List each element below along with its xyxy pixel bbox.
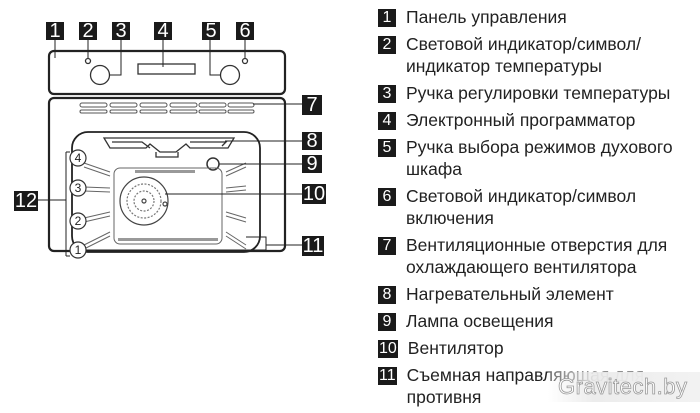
callout-7-label: 7 bbox=[306, 94, 317, 116]
legend-number: 4 bbox=[378, 112, 396, 130]
callout-11 bbox=[302, 236, 324, 256]
watermark: Gravitech.by bbox=[548, 372, 700, 402]
oven-diagram: 4 3 2 1 1 2 3 4 5 bbox=[14, 20, 326, 259]
legend-text: Лампа освещения bbox=[406, 311, 554, 331]
callout-10-label: 10 bbox=[303, 183, 325, 205]
callout-6 bbox=[236, 22, 254, 40]
legend-text: Световой индикатор/символ включения bbox=[406, 186, 637, 228]
legend-item: 4 Электронный программатор bbox=[378, 109, 700, 131]
legend-number: 11 bbox=[378, 367, 397, 385]
callout-4-label: 4 bbox=[157, 20, 168, 42]
convection-fan bbox=[119, 176, 169, 226]
callout-2-label: 2 bbox=[82, 20, 93, 42]
legend-item: 5 Ручка выбора режимов духового шкафа bbox=[378, 136, 700, 180]
legend-text: Вентилятор bbox=[407, 338, 504, 358]
legend-number: 5 bbox=[378, 139, 396, 157]
legend-number: 1 bbox=[378, 9, 396, 27]
temperature-knob[interactable] bbox=[89, 64, 111, 86]
oven-body bbox=[47, 96, 287, 253]
legend-item: 3 Ручка регулировки температуры bbox=[378, 82, 700, 104]
heating-element bbox=[102, 137, 236, 158]
legend-text: Ручка регулировки температуры bbox=[406, 83, 671, 103]
callout-5-label: 5 bbox=[205, 20, 216, 42]
callout-12-label: 12 bbox=[15, 190, 37, 212]
legend-number: 6 bbox=[378, 188, 396, 206]
legend-item: 7 Вентиляционные отверстия для охлаждающ… bbox=[378, 234, 700, 278]
shelf-level-2 bbox=[69, 212, 87, 230]
control-panel bbox=[47, 49, 287, 96]
legend-item: 1 Панель управления bbox=[378, 6, 700, 28]
callout-6-label: 6 bbox=[239, 20, 250, 42]
callout-9-label: 9 bbox=[306, 153, 317, 175]
legend-item: 9 Лампа освещения bbox=[378, 310, 700, 332]
callout-1 bbox=[46, 22, 64, 40]
shelf-level-2-label: 2 bbox=[75, 214, 82, 228]
on-indicator-light bbox=[241, 57, 249, 65]
legend-item: 10 Вентилятор bbox=[378, 337, 700, 359]
mode-selector-knob[interactable] bbox=[219, 64, 241, 86]
legend-text: Электронный программатор bbox=[406, 110, 636, 130]
legend-text: Световой индикатор/символ/ индикатор тем… bbox=[406, 34, 641, 76]
legend-text: Ручка выбора режимов духового шкафа bbox=[406, 137, 673, 179]
legend-text: Нагревательный элемент bbox=[406, 284, 614, 304]
callout-12 bbox=[14, 191, 38, 211]
legend-number: 7 bbox=[378, 237, 396, 255]
legend-item: 6 Световой индикатор/символ включения bbox=[378, 185, 700, 229]
legend-text: Панель управления bbox=[406, 7, 567, 27]
legend-number: 2 bbox=[378, 36, 396, 54]
shelf-level-4 bbox=[69, 149, 87, 167]
callout-10 bbox=[302, 184, 326, 204]
callout-8 bbox=[302, 132, 322, 150]
callout-8-label: 8 bbox=[306, 130, 317, 152]
shelf-rails bbox=[83, 162, 247, 250]
callout-2 bbox=[79, 22, 97, 40]
cooling-vents bbox=[79, 102, 255, 114]
callout-4 bbox=[154, 22, 172, 40]
callout-5 bbox=[202, 22, 220, 40]
legend-number: 10 bbox=[378, 340, 398, 358]
power-indicator-light bbox=[84, 57, 92, 65]
legend-text: Вентиляционные отверстия для охлаждающег… bbox=[406, 235, 668, 277]
callout-3-label: 3 bbox=[115, 20, 126, 42]
legend-number: 3 bbox=[378, 85, 396, 103]
legend: 1 Панель управления 2 Световой индикатор… bbox=[378, 6, 700, 413]
electronic-programmer-display bbox=[137, 63, 196, 75]
callout-11-label: 11 bbox=[303, 235, 324, 257]
shelf-level-3-label: 3 bbox=[75, 181, 82, 195]
shelf-level-3 bbox=[69, 179, 87, 197]
callout-1-label: 1 bbox=[49, 20, 60, 42]
shelf-level-4-label: 4 bbox=[75, 151, 82, 165]
legend-number: 8 bbox=[378, 286, 396, 304]
watermark-text: Gravitech.by bbox=[558, 374, 688, 400]
callout-3 bbox=[112, 22, 130, 40]
legend-item: 2 Световой индикатор/символ/ индикатор т… bbox=[378, 33, 700, 77]
legend-number: 9 bbox=[378, 313, 396, 331]
legend-item: 8 Нагревательный элемент bbox=[378, 283, 700, 305]
oven-back-panel bbox=[113, 167, 223, 245]
callout-9 bbox=[302, 155, 322, 173]
shelf-level-1-label: 1 bbox=[75, 243, 82, 257]
callout-7 bbox=[302, 95, 322, 115]
